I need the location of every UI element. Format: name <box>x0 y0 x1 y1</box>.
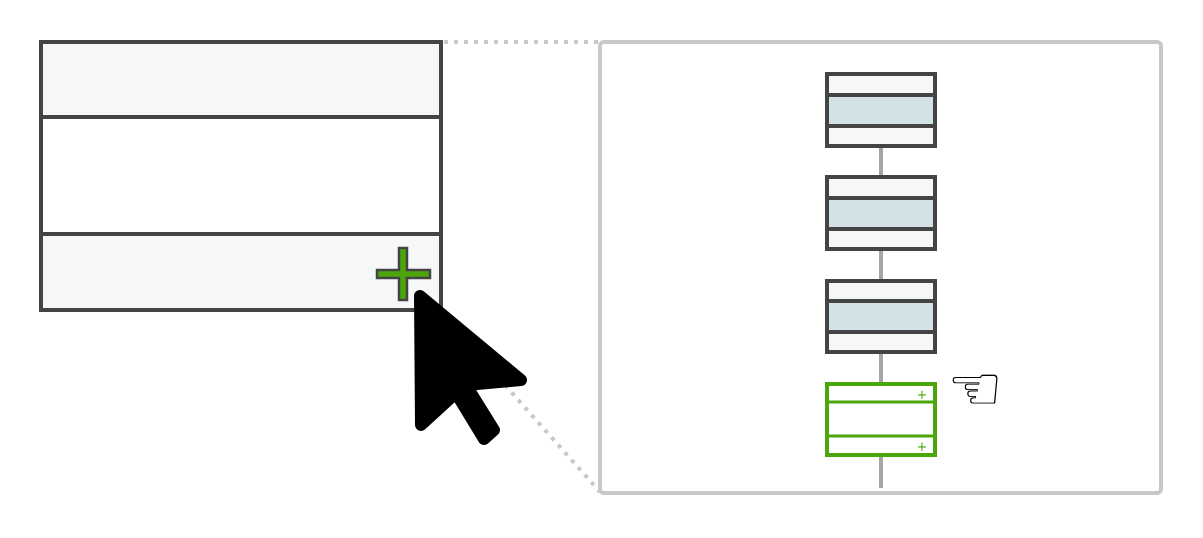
enlarged-block[interactable] <box>39 40 443 312</box>
enlarged-block-body <box>41 117 441 234</box>
mini-plus-icon-top[interactable]: + <box>917 388 928 403</box>
plus-icon[interactable] <box>375 246 432 302</box>
pointing-hand-icon: ☜ <box>947 352 1003 425</box>
enlarged-block-header <box>41 42 441 117</box>
enlarged-block-footer[interactable] <box>41 234 441 310</box>
mini-plus-icon-bottom[interactable]: + <box>917 440 928 455</box>
stack-block-new[interactable]: + + <box>825 382 937 457</box>
stack-block-3[interactable] <box>825 279 937 354</box>
mouse-pointer-icon <box>414 290 527 445</box>
zoom-guide-bottom <box>503 383 602 494</box>
stack-block-2[interactable] <box>825 175 937 251</box>
stack-block-1[interactable] <box>825 72 937 148</box>
